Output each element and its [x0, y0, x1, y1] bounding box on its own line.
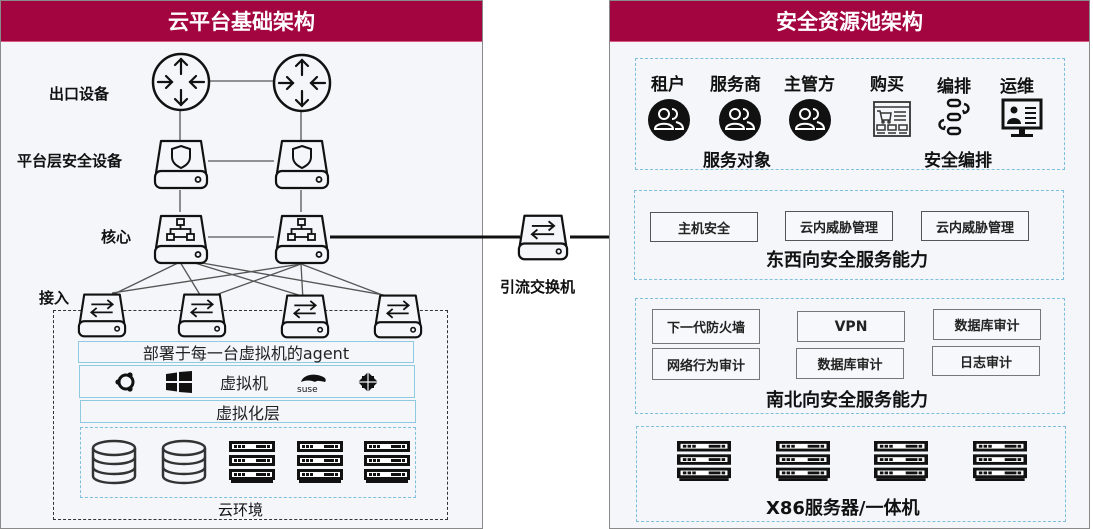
core-switch-icon [274, 214, 330, 265]
ubuntu-icon [114, 371, 135, 392]
windows-icon [165, 370, 192, 393]
service-objects-caption: 服务对象 [703, 151, 771, 171]
access-switch-icon [77, 293, 127, 338]
virtual-machine-label: 虚拟机 [219, 373, 268, 393]
database-icon [161, 439, 206, 485]
north-south-service: VPN [797, 311, 905, 342]
core-switch-icon [153, 214, 209, 265]
layer-label-platform-security: 平台层安全设备 [17, 152, 123, 170]
users-group-icon [789, 99, 831, 141]
cloud-platform-title: 云平台基础架构 [1, 1, 482, 42]
server-rack-icon [677, 441, 731, 481]
orchestration-operations: 运维 [1000, 77, 1034, 97]
service-orchestration-container [635, 58, 1065, 170]
cloud-environment-label: 云环境 [218, 501, 264, 519]
users-group-icon [719, 99, 761, 141]
server-rack-icon [229, 441, 275, 483]
x86-server-row [677, 441, 1027, 481]
access-switch-icon [280, 294, 330, 339]
agent-band: 部署于每一台虚拟机的agent [78, 341, 414, 363]
server-rack-icon [874, 441, 929, 481]
hardware-row [90, 437, 410, 487]
layer-label-access: 接入 [39, 289, 70, 307]
north-south-container [635, 298, 1065, 414]
suse-icon: suse [297, 374, 326, 393]
access-switch-icon [177, 293, 227, 338]
service-object-provider: 服务商 [710, 75, 761, 95]
north-south-service: 下一代防火墙 [652, 309, 760, 344]
hardware-container [80, 427, 416, 498]
firewall-device-icon [153, 139, 209, 190]
server-rack-icon [775, 441, 830, 481]
svg-text:suse: suse [297, 385, 318, 393]
layer-label-egress: 出口设备 [49, 85, 110, 103]
x86-hardware-container [636, 426, 1066, 522]
cloud-environment-container [53, 310, 448, 520]
orchestration-purchase: 购买 [870, 75, 904, 95]
east-west-service: 云内威胁管理 [785, 211, 893, 241]
north-south-service: 日志审计 [932, 346, 1040, 376]
service-object-tenant: 租户 [651, 75, 685, 95]
monitor-operations-icon [1001, 98, 1043, 137]
diversion-switch-icon [517, 214, 569, 261]
database-icon [91, 439, 137, 485]
security-pool-title: 安全资源池架构 [610, 1, 1089, 42]
service-object-authority: 主管方 [784, 75, 835, 95]
east-west-service: 云内威胁管理 [921, 211, 1029, 241]
diversion-switch-label: 引流交换机 [500, 278, 576, 296]
access-switch-icon [373, 294, 423, 339]
east-west-caption: 东西向安全服务能力 [766, 250, 928, 271]
security-orchestration-caption: 安全编排 [924, 151, 992, 171]
server-rack-icon [296, 441, 343, 483]
virtualization-layer-band: 虚拟化层 [80, 400, 416, 423]
users-group-icon [648, 99, 690, 141]
layer-label-core: 核心 [101, 228, 132, 246]
north-south-caption: 南北向安全服务能力 [766, 390, 928, 411]
orchestration-arrange: 编排 [937, 77, 971, 97]
east-west-service: 主机安全 [650, 212, 758, 242]
north-south-service: 数据库审计 [796, 348, 904, 379]
server-rack-icon [972, 441, 1027, 481]
workflow-arrange-icon [938, 98, 970, 136]
router-icon [151, 52, 211, 112]
north-south-service: 数据库审计 [933, 309, 1041, 340]
north-south-service: 网络行为审计 [652, 348, 760, 380]
x86-hardware-caption: X86服务器/一体机 [766, 498, 920, 519]
server-rack-icon [364, 441, 410, 483]
virtual-machine-band: 虚拟机 suse [79, 365, 415, 398]
east-west-container [634, 190, 1064, 280]
security-pool-panel: 安全资源池架构 [609, 0, 1090, 529]
firewall-device-icon [274, 139, 330, 190]
router-icon [272, 53, 332, 113]
centos-icon [358, 371, 379, 392]
shopping-cart-page-icon [873, 101, 911, 137]
